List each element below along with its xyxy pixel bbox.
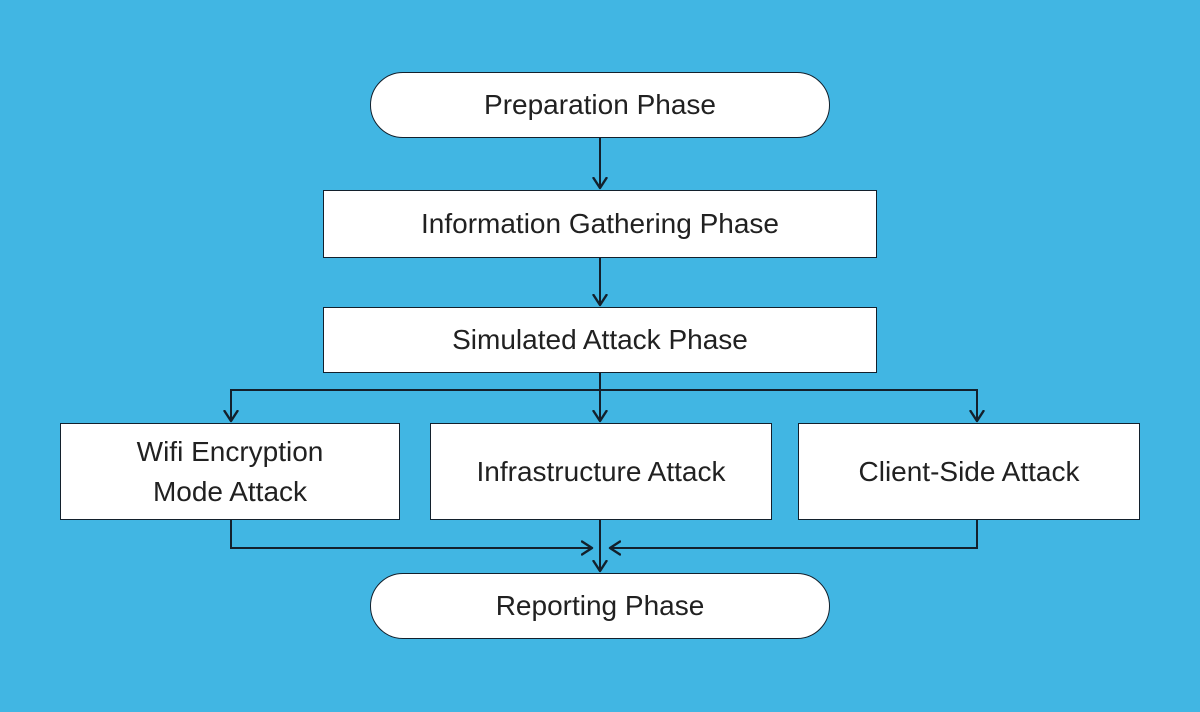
node-label-line-1: Wifi Encryption xyxy=(136,435,324,467)
node-label: Client-Side Attack xyxy=(858,455,1080,487)
edge-simulated-attack-to-client-side-attack xyxy=(600,389,977,421)
node-simulated-attack-phase: Simulated Attack Phase xyxy=(323,307,877,373)
node-label: Preparation Phase xyxy=(484,89,716,120)
node-information-gathering-phase: Information Gathering Phase xyxy=(323,190,877,258)
node-label-line-2: Mode Attack xyxy=(152,475,308,507)
node-label: Information Gathering Phase xyxy=(421,208,779,239)
node-client-side-attack: Client-Side Attack xyxy=(798,423,1140,520)
edge-simulated-attack-to-wifi-encryption-attack xyxy=(231,389,600,421)
node-infrastructure-attack: Infrastructure Attack xyxy=(430,423,772,520)
node-label: Reporting Phase xyxy=(495,590,705,621)
node-preparation-phase: Preparation Phase xyxy=(370,72,830,138)
node-label: Simulated Attack Phase xyxy=(452,324,748,355)
node-label: Infrastructure Attack xyxy=(476,455,726,487)
edge-wifi-encryption-attack-to-reporting xyxy=(230,520,592,548)
node-wifi-encryption-mode-attack: Wifi Encryption Mode Attack xyxy=(60,423,400,520)
node-reporting-phase: Reporting Phase xyxy=(370,573,830,639)
edge-client-side-attack-to-reporting xyxy=(610,520,978,548)
